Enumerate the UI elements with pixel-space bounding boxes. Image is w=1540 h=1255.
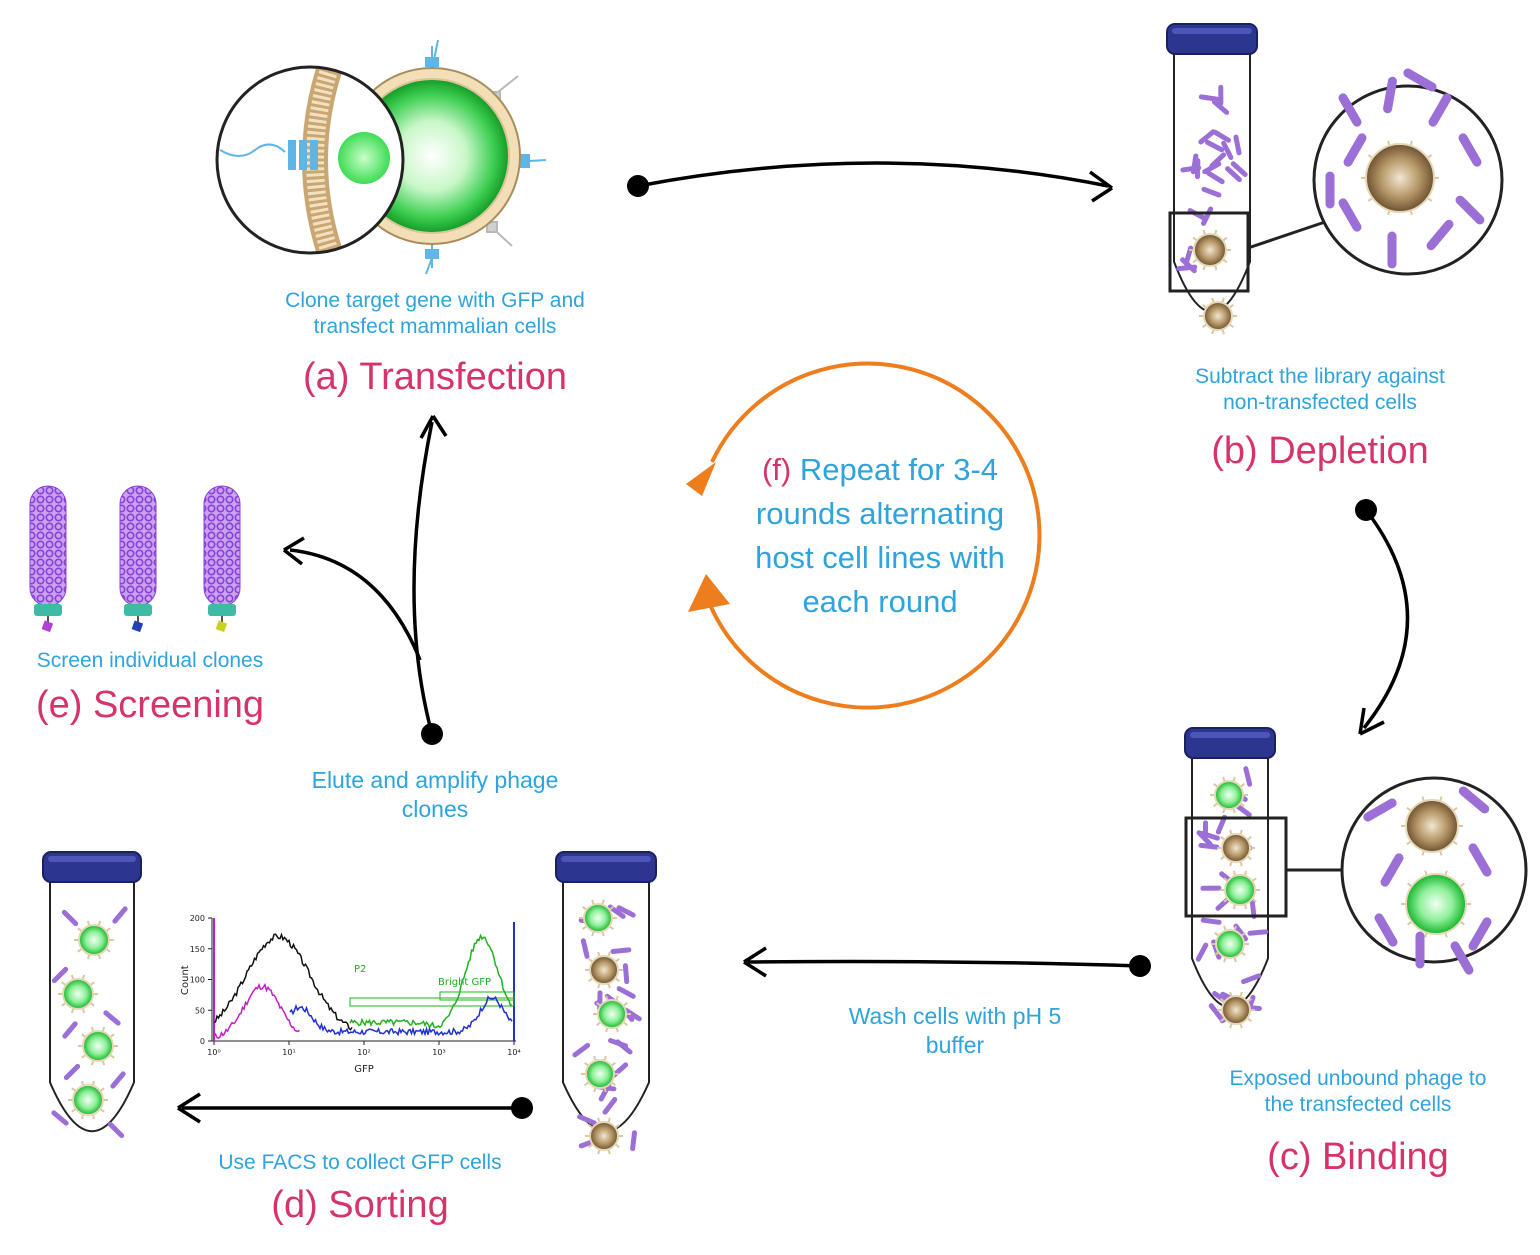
sorting-title: (d) Sorting [271,1184,449,1226]
gfp-cell [1211,925,1249,963]
repeat-text: (f) Repeat for 3-4 rounds alternating ho… [755,452,1005,620]
transfected-cell-illustration [215,39,547,275]
gfp-cell [68,1080,108,1120]
facs-gate-bright: Bright GFP [438,977,491,988]
depletion-zoom [1168,68,1504,293]
pre-sort-tube [555,851,657,1155]
plain-cell [1199,297,1237,335]
facs-trace-green [349,933,513,1030]
arrow-facs-to-tube [177,1092,533,1124]
arrow-b-to-c [1355,499,1410,736]
gfp-cell [1401,870,1471,938]
gfp-cell [593,995,631,1033]
facs-ytick: 150 [190,945,205,954]
screening-description: Screen individual clones [36,649,264,672]
wash-label: Wash cells with pH 5 buffer [848,1003,1062,1058]
facs-xlabel: GFP [354,1064,374,1075]
plain-cell [1217,991,1255,1029]
depletion-description: Subtract the library against non-transfe… [1195,365,1445,415]
arrow-elute-branch [282,415,448,745]
depletion-tube [1166,23,1258,335]
facs-ytick: 200 [190,914,205,923]
facs-xtick: 10⁴ [507,1048,520,1057]
sorted-tube [42,851,142,1139]
repeat-prefix: (f) [761,452,792,487]
facs-ytick: 100 [190,976,205,985]
facs-xtick: 10⁰ [207,1048,220,1057]
gfp-cell [579,899,617,937]
plain-cell [1189,229,1231,271]
elute-label: Elute and amplify phage clones [311,767,559,822]
facs-trace-black [213,932,353,1031]
binding-tube [1184,727,1276,1029]
facs-xtick: 10¹ [282,1048,295,1057]
tubes-layer [42,23,1276,1155]
plain-cell [585,951,623,989]
binding-zoom [1184,776,1528,975]
transfection-title: (a) Transfection [303,356,567,398]
phage-clone-3 [203,485,241,633]
plain-cell [1217,829,1255,867]
arrow-c-to-d [743,946,1151,978]
phage-clone-1 [29,485,67,633]
facs-histogram: 200 150 100 50 0 10⁰ 10¹ 10² 10³ 10⁴ Count GFP P… [180,914,521,1075]
sorting-description: Use FACS to collect GFP cells [218,1151,502,1174]
binding-description: Exposed unbound phage to the transfected… [1229,1067,1487,1117]
screening-title: (e) Screening [35,684,265,726]
facs-ytick: 0 [200,1037,205,1046]
screening-phage-clones [29,485,241,633]
binding-title: (c) Binding [1267,1136,1449,1178]
facs-xtick: 10³ [432,1048,445,1057]
facs-trace-magenta [213,982,300,1040]
gfp-cell [58,974,98,1014]
gfp-cell [78,1026,118,1066]
plain-cell [1401,796,1463,856]
gfp-cell [1210,776,1248,814]
depletion-title: (b) Depletion [1211,430,1429,472]
gfp-cell [74,920,114,960]
phage-clone-2 [119,485,157,633]
repeat-cycle-arrow [686,361,1042,710]
facs-gate-p2: P2 [354,964,366,975]
plain-cell [585,1117,623,1155]
facs-ytick: 50 [195,1006,205,1015]
transfection-description: Clone target gene with GFP and transfect… [285,289,585,339]
facs-xtick: 10² [357,1048,370,1057]
facs-ylabel: Count [180,965,191,995]
gfp-cell [581,1055,619,1093]
facs-trace-blue [289,995,513,1037]
plain-cell [1361,140,1439,216]
arrow-a-to-b [627,161,1114,203]
gfp-cell [1220,870,1260,910]
